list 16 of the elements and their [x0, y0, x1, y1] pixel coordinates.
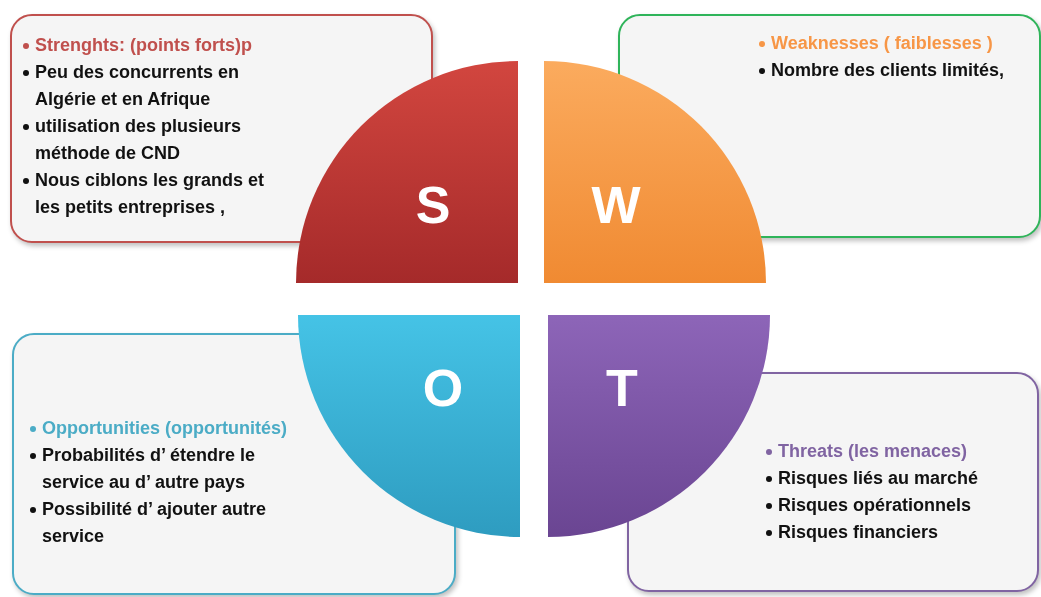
segment-letter: W: [591, 179, 641, 231]
bullet-item: Risques financiers: [778, 521, 939, 544]
bullet-item: Risques liés au marché: [778, 467, 979, 490]
segment-letter: S: [415, 179, 451, 231]
bullet-item: Nous ciblons les grands et les petits entreprises ,: [35, 169, 266, 219]
bullet-item: Probabilités d’ étendre le service au d’ autre pays: [42, 444, 257, 494]
card-heading: Threats (les menaces): [778, 440, 968, 463]
card-heading: Opportunities (opportunités): [42, 417, 287, 440]
card-heading: Strenghts: (points forts)p: [35, 34, 252, 57]
bullet-item: Possibilité d’ ajouter autre service: [42, 498, 268, 548]
bullet-item: utilisation des plusieurs méthode de CND: [35, 115, 243, 165]
segment-letter: T: [606, 362, 638, 414]
bullet-item: Nombre des clients limités,: [771, 59, 1005, 82]
card-heading: Weaknesses ( faiblesses ): [771, 32, 993, 55]
bullet-item: Risques opérationnels: [778, 494, 972, 517]
segment-letter: O: [422, 362, 464, 414]
